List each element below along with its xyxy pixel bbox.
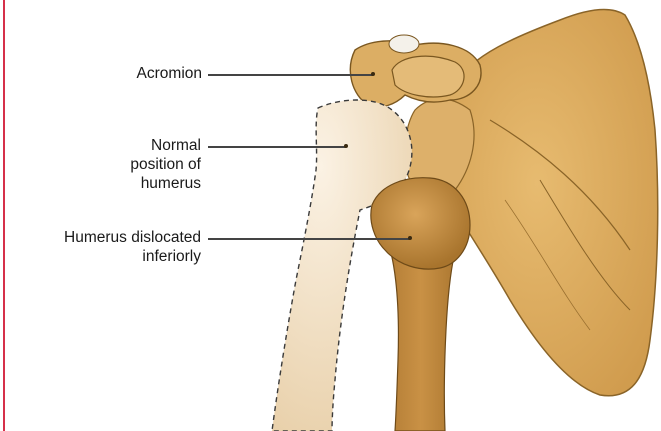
- dislocated-label: Humerus dislocated inferiorly: [6, 228, 201, 266]
- normal-position-humerus: [272, 100, 412, 431]
- dislocated-leader-line: [208, 238, 410, 240]
- normal-position-pointer-dot: [344, 144, 348, 148]
- acromion-tip: [389, 35, 419, 53]
- acromion-leader-line: [208, 74, 373, 76]
- coracoid-process: [392, 56, 464, 97]
- normal-position-label: Normal position of humerus: [90, 136, 201, 193]
- normal-position-leader-line: [208, 146, 346, 148]
- acromion-label: Acromion: [100, 64, 202, 83]
- dislocated-humerus-head: [371, 178, 470, 269]
- acromion-pointer-dot: [371, 72, 375, 76]
- dislocated-pointer-dot: [408, 236, 412, 240]
